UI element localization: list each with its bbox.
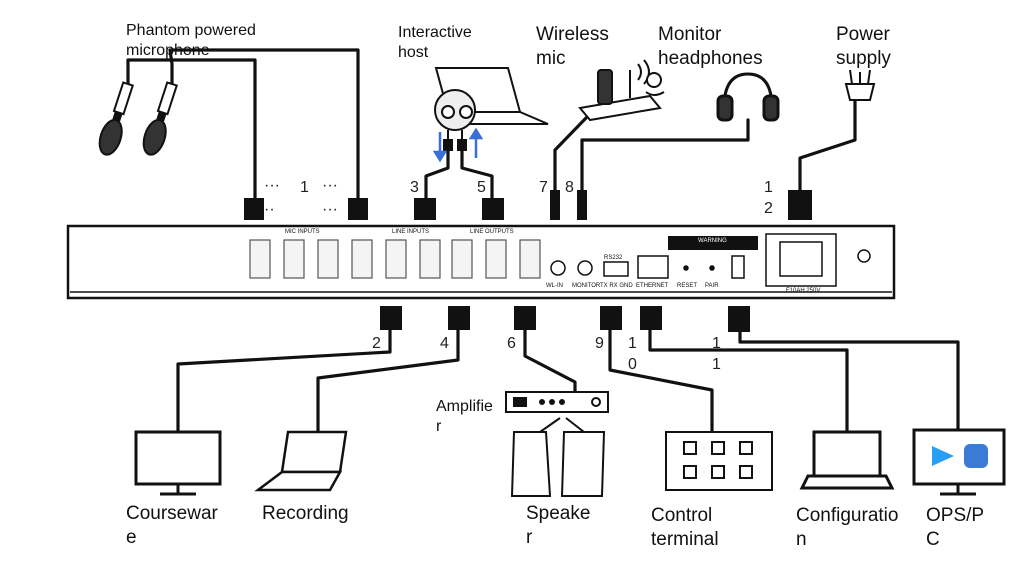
top-terminal-connectors [244, 190, 812, 220]
cables [126, 48, 960, 434]
power-supply-label: Power supply [836, 24, 891, 69]
ops-cable [738, 330, 960, 434]
port-number-4: 4 [440, 335, 449, 352]
power-plug-icon [844, 69, 876, 101]
recording-cable [316, 328, 460, 434]
port-number-11: 1 1 [712, 335, 721, 373]
headphone-cable [580, 118, 750, 192]
host-cable-in [460, 148, 494, 200]
matrix-device-chassis [66, 224, 896, 300]
interactive-host-laptop-icon [434, 67, 549, 151]
courseware-cable [176, 328, 392, 434]
port-number-9: 9 [595, 335, 604, 352]
wireless-mic-receiver-icon [578, 59, 665, 122]
port-number-6: 6 [507, 335, 516, 352]
recording-label: Recording [262, 503, 349, 524]
dots-left-bottom: ·· [264, 201, 275, 218]
courseware-monitor-icon [134, 430, 222, 496]
port-number-12: 1 2 [764, 179, 773, 217]
configuration-laptop-icon [799, 430, 895, 490]
wireless-mic-label: Wireless mic [536, 24, 609, 69]
port-number-1: 1 [300, 179, 309, 196]
config-cable [648, 326, 849, 434]
wireless-cable [553, 116, 588, 192]
panel-wl-in-label: WL-IN [546, 283, 563, 289]
bottom-terminal-connectors [380, 306, 750, 332]
port-number-8: 8 [565, 179, 574, 196]
control-terminal-label: Control terminal [651, 505, 719, 550]
panel-pair-label: PAIR [705, 283, 719, 289]
panel-rs232-label: RS232 [604, 255, 623, 261]
panel-line-inputs-label: LINE INPUTS [392, 229, 430, 235]
amplifier-icon [505, 391, 609, 413]
configuration-label: Configuratio n [796, 505, 899, 550]
mic-cable-2 [168, 48, 360, 200]
control-cable [608, 328, 714, 434]
panel-monitor-label: MONITOR [572, 283, 601, 289]
monitor-headphones-icon [716, 72, 780, 122]
panel-warning-label: WARNING [698, 238, 727, 244]
amplifier-cable [523, 328, 577, 394]
monitor-headphones-label: Monitor headphones [658, 24, 763, 69]
speaker-label: Speake r [526, 503, 591, 548]
ops-pc-monitor-icon [912, 428, 1006, 496]
port-number-5: 5 [477, 179, 486, 196]
interactive-host-label: Interactive host [398, 24, 472, 61]
panel-fuse-label: F10AH 250V [786, 288, 821, 294]
recording-laptop-icon [254, 430, 348, 492]
signal-direction-arrows [432, 127, 484, 163]
amplifier-label: Amplifie r [436, 398, 493, 435]
port-number-2: 2 [372, 335, 381, 352]
dots-right-bottom: ··· [322, 201, 338, 218]
port-number-7: 7 [539, 179, 548, 196]
control-terminal-icon [665, 431, 773, 491]
power-cable [798, 96, 857, 194]
host-cable-out [424, 148, 450, 200]
port-number-3: 3 [410, 179, 419, 196]
dots-left-top: ··· [264, 177, 280, 194]
panel-ethernet-label: ETHERNET [636, 283, 669, 289]
phantom-microphone-icons [98, 81, 179, 156]
phantom-microphone-label: Phantom powered microphone [126, 22, 256, 59]
panel-line-outputs-label: LINE OUTPUTS [470, 229, 514, 235]
ops-pc-label: OPS/P C [926, 505, 985, 550]
port-number-10: 1 0 [628, 335, 637, 373]
panel-reset-label: RESET [677, 283, 698, 289]
panel-mic-inputs-label: MIC INPUTS [285, 229, 320, 235]
dots-right-top: ··· [322, 177, 338, 194]
mic-cable-1 [126, 58, 257, 200]
speaker-icons [510, 417, 606, 497]
courseware-label: Coursewar e [126, 503, 218, 548]
panel-txrxgnd-label: TX RX GND [600, 283, 633, 289]
